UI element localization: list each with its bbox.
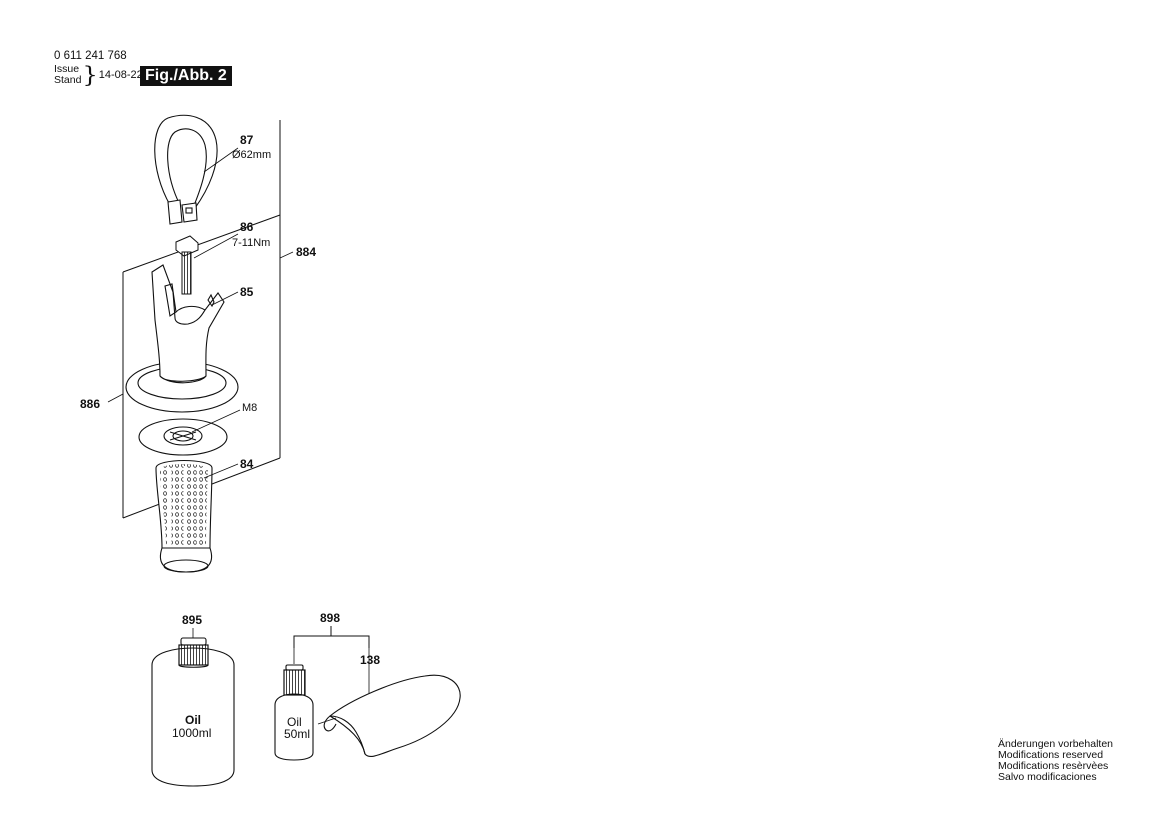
pouch-part-138 [317, 648, 461, 757]
grip-handle-part-84 [155, 460, 213, 573]
label-87: 87 [240, 133, 254, 147]
figure-label: Fig./Abb. 2 [140, 66, 232, 86]
modifications-notice: Änderungen vorbehalten Modifications res… [998, 739, 1113, 783]
issue-block: Issue Stand }14-08-22 [54, 61, 143, 89]
label-898: 898 [320, 611, 340, 625]
callout-85 [211, 291, 239, 306]
callout-84 [203, 463, 239, 479]
callout-87 [203, 147, 239, 173]
oil-bottle-large-part-895 [151, 628, 235, 787]
small-bottle-text-1: Oil [287, 715, 302, 729]
label-87-spec: Ø62mm [232, 149, 271, 161]
large-bottle-text-2: 1000ml [172, 726, 211, 740]
label-138: 138 [360, 653, 380, 667]
label-884: 884 [296, 245, 316, 259]
issue-label: Issue [54, 63, 80, 75]
label-886: 886 [80, 397, 100, 411]
label-895: 895 [182, 613, 202, 627]
label-86: 86 [240, 220, 254, 234]
strap-loop-part-87 [154, 114, 218, 225]
bracket-898 [293, 626, 370, 648]
notice-line-de: Änderungen vorbehalten [998, 738, 1114, 750]
bolt-part-86 [175, 235, 199, 295]
notice-line-fr: Modifications resèrvèes [998, 760, 1109, 772]
issue-stand-labels: Issue Stand [54, 64, 81, 86]
callout-886 [107, 393, 124, 403]
brace-glyph: } [82, 61, 98, 89]
stand-label: Stand [54, 74, 82, 86]
label-84: 84 [240, 457, 254, 471]
label-m8: M8 [242, 402, 257, 414]
small-bottle-text-2: 50ml [284, 727, 310, 741]
oil-bottle-small [274, 648, 314, 761]
label-85: 85 [240, 285, 254, 299]
notice-line-es: Salvo modificaciones [998, 771, 1097, 783]
label-86-spec: 7-11Nm [232, 237, 270, 249]
issue-date: 14-08-22 [98, 69, 143, 81]
washer-m8 [138, 418, 228, 456]
callout-m8 [191, 409, 241, 433]
callout-86 [193, 233, 239, 259]
holder-part-85 [125, 264, 239, 413]
large-bottle-text-1: Oil [185, 713, 201, 727]
notice-line-en: Modifications reserved [998, 749, 1104, 761]
callout-884 [279, 251, 294, 259]
part-number: 0 611 241 768 [54, 50, 127, 62]
